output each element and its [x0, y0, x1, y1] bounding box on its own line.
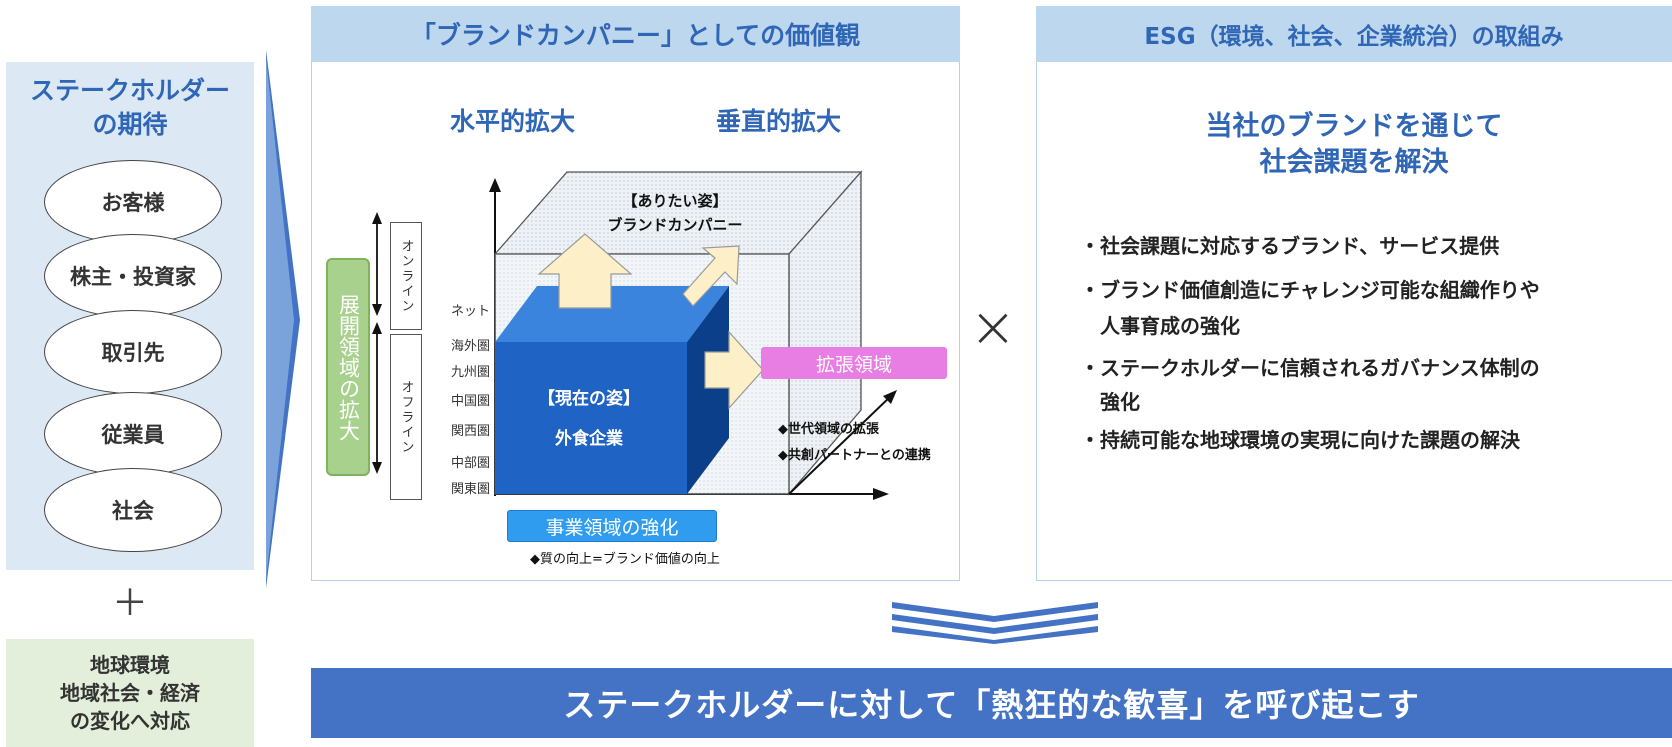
current-state-label: 【現在の姿】: [538, 389, 640, 409]
plus-sign: ＋: [111, 583, 148, 624]
down-chevron: [892, 602, 1098, 644]
up-arrow: [537, 233, 633, 309]
cube-diagram: [372, 170, 897, 500]
vertical-expansion-label: 垂直的拡大: [716, 107, 842, 136]
environment-line2: 地域社会・経済: [60, 681, 200, 705]
esg-bullet-1: ・社会課題に対応するブランド、サービス提供: [1080, 234, 1500, 258]
region-chugoku: 中国圏: [450, 394, 490, 409]
generation-text: ◆世代領域の拡張: [778, 422, 879, 437]
quality-text: ◆質の向上=ブランド価値の向上: [530, 552, 720, 567]
esg-bullet-2: ・ブランド価値創造にチャレンジ可能な組織作りや: [1080, 278, 1540, 302]
region-overseas: 海外圏: [450, 339, 490, 354]
esg-bullet-3-cont: 強化: [1080, 390, 1140, 414]
online-box: オンライン: [390, 222, 422, 330]
esg-bullet-2-cont: 人事育成の強化: [1080, 314, 1240, 338]
esg-bullet-3: ・ステークホルダーに信頼されるガバナンス体制の: [1080, 356, 1540, 380]
region-kanto: 関東圏: [450, 482, 490, 497]
region-net: ネット: [450, 304, 490, 319]
esg-bullet-4: ・持続可能な地球環境の実現に向けた課題の解決: [1080, 428, 1520, 452]
stakeholder-employees: 従業員: [44, 392, 222, 476]
bottom-banner: ステークホルダーに対して「熱狂的な歓喜」を呼び起こす: [311, 668, 1672, 738]
horizontal-expansion-label: 水平的拡大: [450, 107, 576, 136]
right-arrow: [704, 330, 764, 410]
business-domain-box: 事業領域の強化: [507, 510, 717, 542]
partner-text: ◆共創パートナーとの連携: [778, 448, 931, 463]
stakeholder-arrow: [266, 50, 300, 588]
esg-subtitle-line2: 社会課題を解決: [1259, 147, 1449, 178]
region-chubu: 中部圏: [450, 456, 490, 471]
esg-panel: [1036, 6, 1672, 581]
current-cube: [495, 286, 729, 494]
stakeholder-society: 社会: [44, 468, 222, 552]
extension-domain-box: 拡張領域: [761, 347, 947, 379]
stakeholder-customers: お客様: [44, 160, 222, 244]
online-range-arrow: [372, 212, 382, 316]
diagonal-arrow: [682, 245, 740, 307]
esg-subtitle-line1: 当社のブランドを通じて: [1205, 111, 1503, 142]
stakeholder-title-line1: ステークホルダー: [29, 76, 230, 105]
stakeholder-title-line2: の期待: [92, 110, 168, 139]
region-kansai: 関西圏: [450, 424, 490, 439]
ideal-state-label: 【ありたい姿】: [622, 192, 728, 210]
diagonal-axis: [788, 390, 897, 495]
times-sign: ×: [969, 295, 1017, 360]
environment-line1: 地球環境: [90, 653, 170, 677]
offline-range-arrow: [372, 322, 382, 474]
values-header: 「ブランドカンパニー」としての価値観: [311, 6, 960, 62]
environment-box: 地球環境 地域社会・経済 の変化へ対応: [6, 639, 254, 747]
brand-company-label: ブランドカンパニー: [607, 216, 743, 234]
esg-header: ESG（環境、社会、企業統治）の取組み: [1036, 6, 1672, 62]
offline-box: オフライン: [390, 334, 422, 500]
expand-domain-box: 展開領域の拡大: [326, 258, 370, 476]
environment-line3: の変化へ対応: [70, 709, 190, 733]
region-kyushu: 九州圏: [450, 365, 490, 380]
stakeholder-shareholders: 株主・投資家: [44, 234, 222, 318]
restaurant-company-label: 外食企業: [555, 429, 623, 449]
stakeholder-partners: 取引先: [44, 310, 222, 394]
stakeholder-title: ステークホルダー の期待: [6, 74, 254, 142]
